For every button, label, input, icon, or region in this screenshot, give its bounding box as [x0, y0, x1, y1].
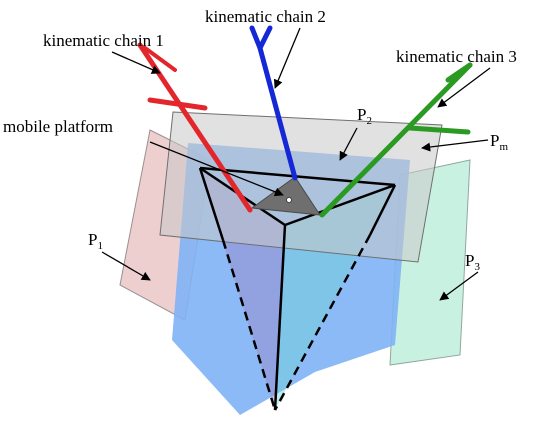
kinematic-chain-2 [249, 25, 298, 181]
arrow-chain3 [437, 67, 491, 108]
arrow-p1 [101, 251, 151, 281]
kinematic-chain-3 [319, 62, 473, 218]
arrow-chain2 [273, 27, 301, 89]
label-p1: P1 [88, 230, 103, 252]
leader-arrows [101, 27, 491, 301]
arrow-p2 [339, 127, 358, 161]
label-pm: Pm [490, 131, 508, 153]
label-chain-3: kinematic chain 3 [396, 47, 517, 66]
label-p3: P3 [465, 251, 480, 273]
arrow-pm [421, 139, 489, 152]
label-chain-1: kinematic chain 1 [43, 31, 164, 50]
mobile-platform [250, 176, 321, 216]
arrow-chain1 [111, 51, 161, 74]
platform-center-point [286, 197, 292, 203]
arrow-p3 [439, 271, 479, 301]
label-mobile-platform: mobile platform [3, 117, 113, 136]
label-p2: P2 [357, 105, 372, 127]
label-chain-2: kinematic chain 2 [205, 7, 326, 26]
arrow-platform [149, 141, 284, 197]
